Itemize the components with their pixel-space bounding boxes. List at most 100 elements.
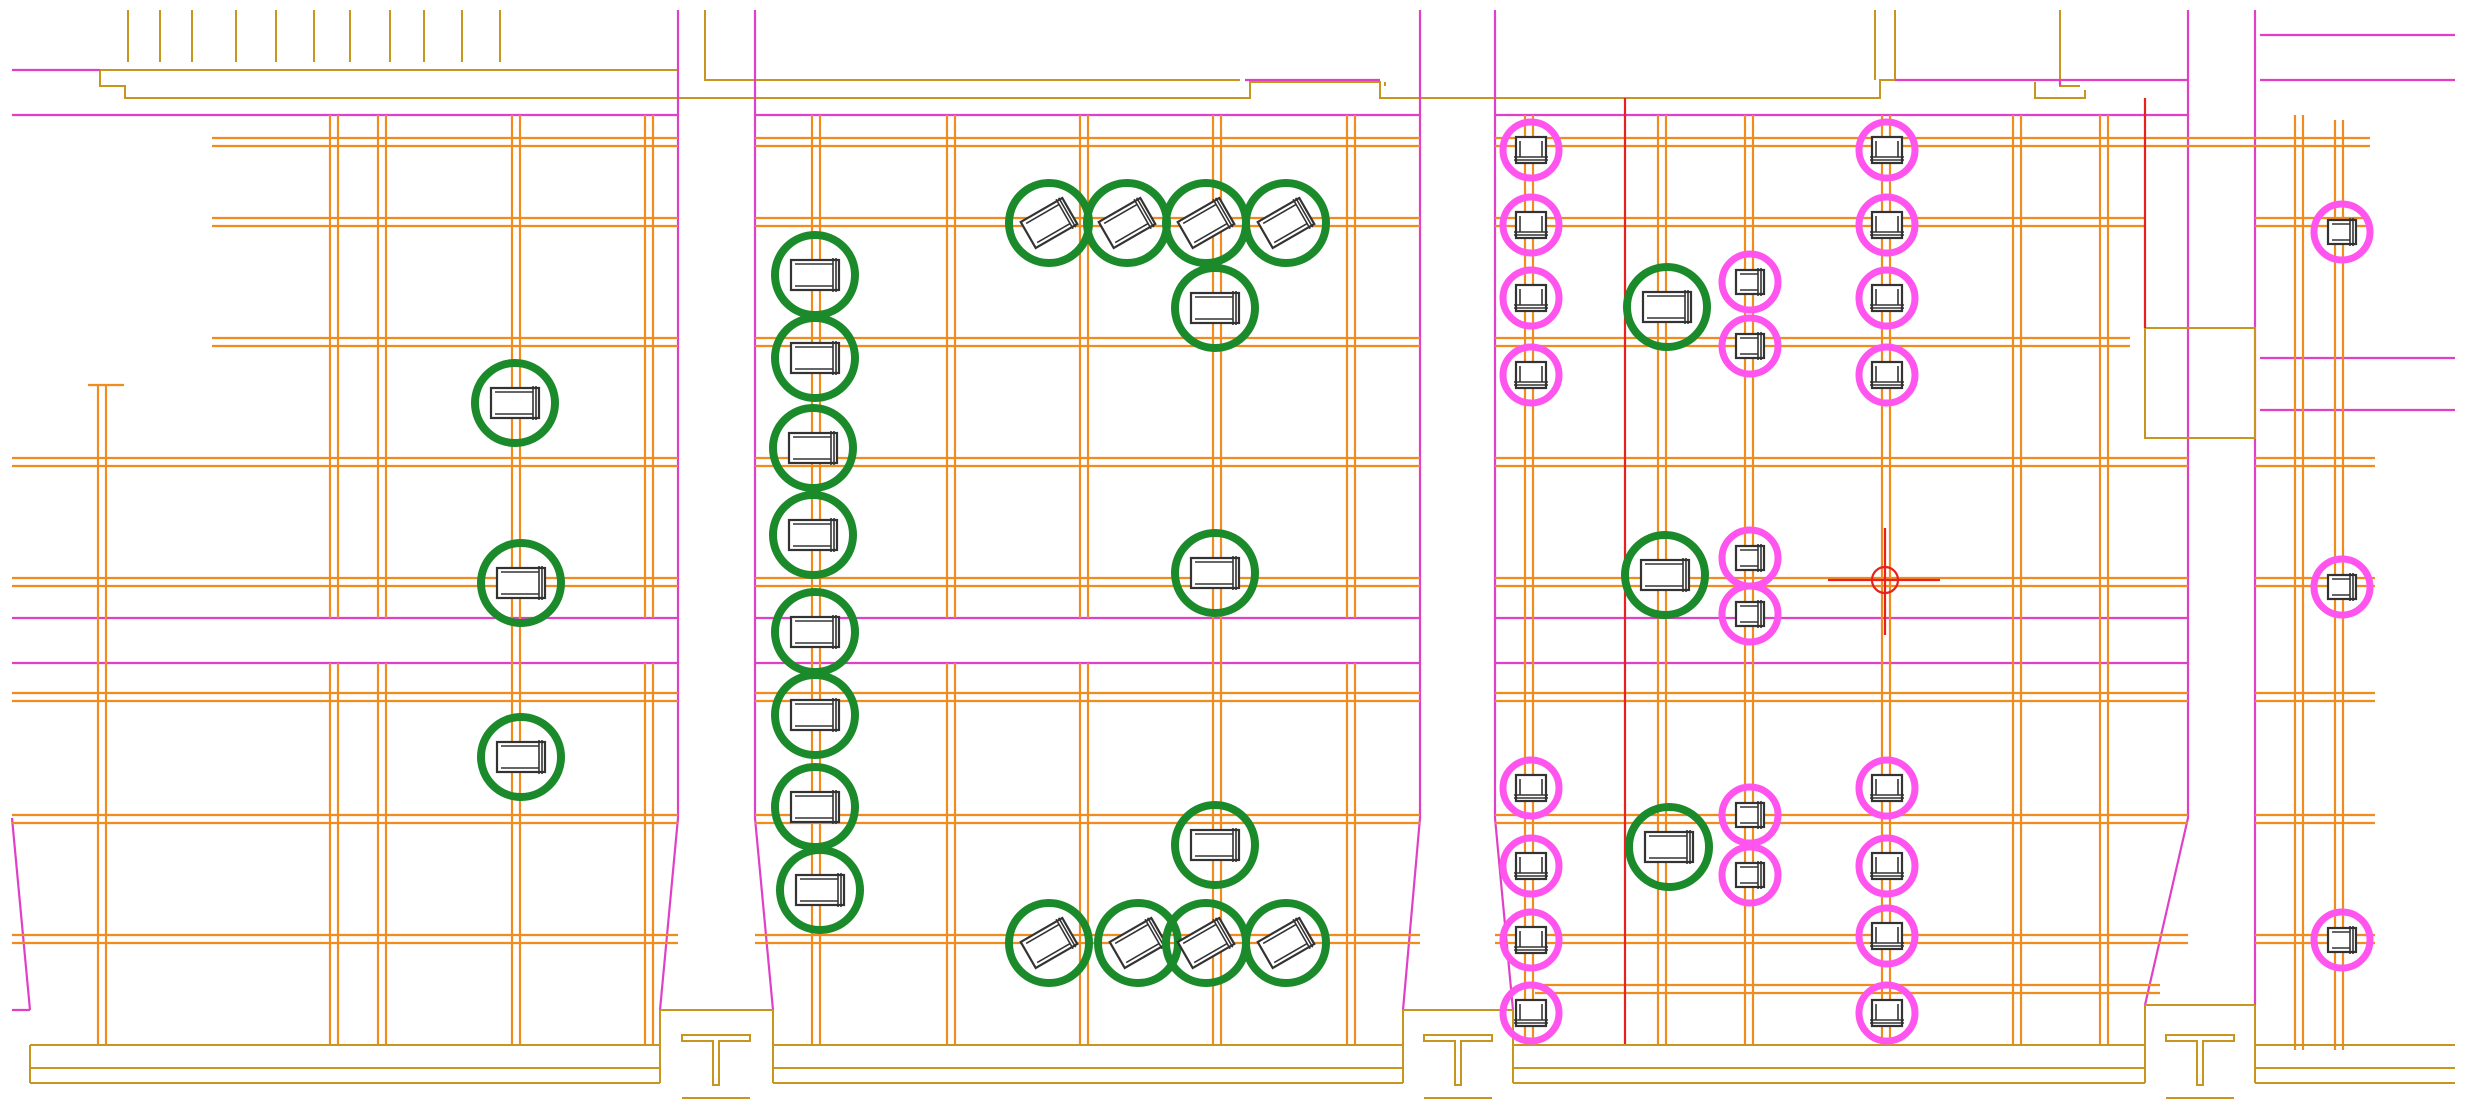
top-vent-slats [127, 10, 501, 62]
pink-ring-unit-8 [1499, 981, 1563, 1045]
highlight-ring [776, 846, 864, 934]
highlight-ring [1625, 803, 1713, 891]
highlight-ring [471, 359, 559, 447]
fan-coil-unit-icon [1734, 801, 1766, 829]
highlight-ring [1623, 263, 1711, 351]
green-ring-units [471, 179, 1713, 987]
highlight-ring [1005, 899, 1093, 987]
highlight-ring [1171, 529, 1259, 617]
fan-coil-unit-icon [495, 740, 547, 774]
fan-coil-unit-icon [495, 566, 547, 600]
green-ring-unit-24 [1621, 531, 1709, 619]
green-ring-unit-14 [1162, 179, 1250, 267]
highlight-ring [1499, 756, 1563, 820]
fan-coil-unit-icon [1256, 916, 1316, 970]
highlight-ring [1855, 756, 1919, 820]
fan-coil-unit-icon [1189, 556, 1241, 590]
pink-ring-unit-4 [1499, 343, 1563, 407]
highlight-ring [1499, 981, 1563, 1045]
pink-ring-unit-10 [1718, 314, 1782, 378]
highlight-ring [1855, 193, 1919, 257]
green-ring-unit-7 [769, 491, 857, 579]
fan-coil-unit-icon [1870, 921, 1904, 951]
green-ring-unit-4 [771, 231, 859, 319]
green-ring-unit-13 [1083, 179, 1171, 267]
green-ring-unit-19 [1005, 899, 1093, 987]
highlight-ring [2310, 908, 2374, 972]
green-ring-unit-22 [1242, 899, 1330, 987]
fan-coil-unit-icon [789, 341, 841, 375]
fan-coil-unit-icon [794, 873, 846, 907]
fan-coil-unit-icon [1019, 196, 1079, 250]
green-ring-unit-6 [769, 404, 857, 492]
fan-coil-unit-icon [1870, 773, 1904, 803]
pink-ring-units [1499, 118, 2374, 1045]
fan-coil-unit-icon [1189, 828, 1241, 862]
fan-coil-unit-icon [789, 790, 841, 824]
highlight-ring [1855, 981, 1919, 1045]
highlight-ring [1718, 783, 1782, 847]
green-ring-unit-12 [1005, 179, 1093, 267]
green-ring-unit-25 [1625, 803, 1713, 891]
fan-coil-unit-icon [787, 431, 839, 465]
fan-coil-unit-icon [1514, 851, 1548, 881]
highlight-ring [1718, 250, 1782, 314]
green-ring-unit-8 [771, 588, 859, 676]
fan-coil-unit-icon [1514, 925, 1548, 955]
fan-coil-unit-icon [1176, 916, 1236, 970]
pink-ring-unit-16 [1855, 193, 1919, 257]
highlight-ring [1855, 266, 1919, 330]
highlight-ring [1718, 843, 1782, 907]
fan-coil-unit-icon [1870, 283, 1904, 313]
green-ring-unit-11 [776, 846, 864, 934]
highlight-ring [769, 404, 857, 492]
fan-coil-unit-icon [789, 698, 841, 732]
pink-ring-unit-5 [1499, 756, 1563, 820]
highlight-ring [477, 713, 565, 801]
green-ring-unit-15 [1242, 179, 1330, 267]
fan-coil-unit-icon [489, 386, 541, 420]
fan-coil-unit-icon [1870, 360, 1904, 390]
fan-coil-unit-icon [1514, 998, 1548, 1028]
highlight-ring [1499, 118, 1563, 182]
green-ring-unit-16 [1171, 264, 1259, 352]
highlight-ring [1499, 834, 1563, 898]
highlight-ring [1499, 343, 1563, 407]
green-ring-unit-18 [1171, 801, 1259, 889]
highlight-ring [1171, 264, 1259, 352]
t-column-2 [1423, 1034, 1493, 1099]
fan-coil-unit-icon [1870, 851, 1904, 881]
highlight-ring [1855, 343, 1919, 407]
green-ring-unit-9 [771, 671, 859, 759]
fan-coil-unit-icon [1734, 332, 1766, 360]
pink-ring-unit-21 [1855, 904, 1919, 968]
pink-ring-unit-19 [1855, 756, 1919, 820]
green-ring-unit-5 [771, 314, 859, 402]
highlight-ring [1499, 266, 1563, 330]
highlight-ring [477, 539, 565, 627]
green-ring-unit-10 [771, 763, 859, 851]
pink-ring-unit-3 [1499, 266, 1563, 330]
pink-ring-unit-2 [1499, 193, 1563, 257]
crosshair-target-icon [1828, 528, 1940, 635]
pink-ring-unit-12 [1718, 582, 1782, 646]
shaft-box [2144, 327, 2256, 439]
fan-coil-unit-icon [1870, 135, 1904, 165]
fan-coil-unit-icon [1176, 196, 1236, 250]
fan-coil-unit-icon [789, 258, 841, 292]
highlight-ring [1855, 834, 1919, 898]
fan-coil-unit-icon [787, 518, 839, 552]
pink-ring-unit-6 [1499, 834, 1563, 898]
highlight-ring [1621, 531, 1709, 619]
highlight-ring [1242, 899, 1330, 987]
fan-coil-unit-icon [1256, 196, 1316, 250]
green-ring-unit-2 [477, 539, 565, 627]
highlight-ring [2310, 200, 2374, 264]
pink-ring-unit-14 [1718, 843, 1782, 907]
fan-coil-unit-icon [1514, 135, 1548, 165]
fan-coil-unit-icon [1514, 283, 1548, 313]
green-ring-unit-23 [1623, 263, 1711, 351]
highlight-ring [1718, 314, 1782, 378]
highlight-ring [1855, 904, 1919, 968]
pink-ring-unit-18 [1855, 343, 1919, 407]
